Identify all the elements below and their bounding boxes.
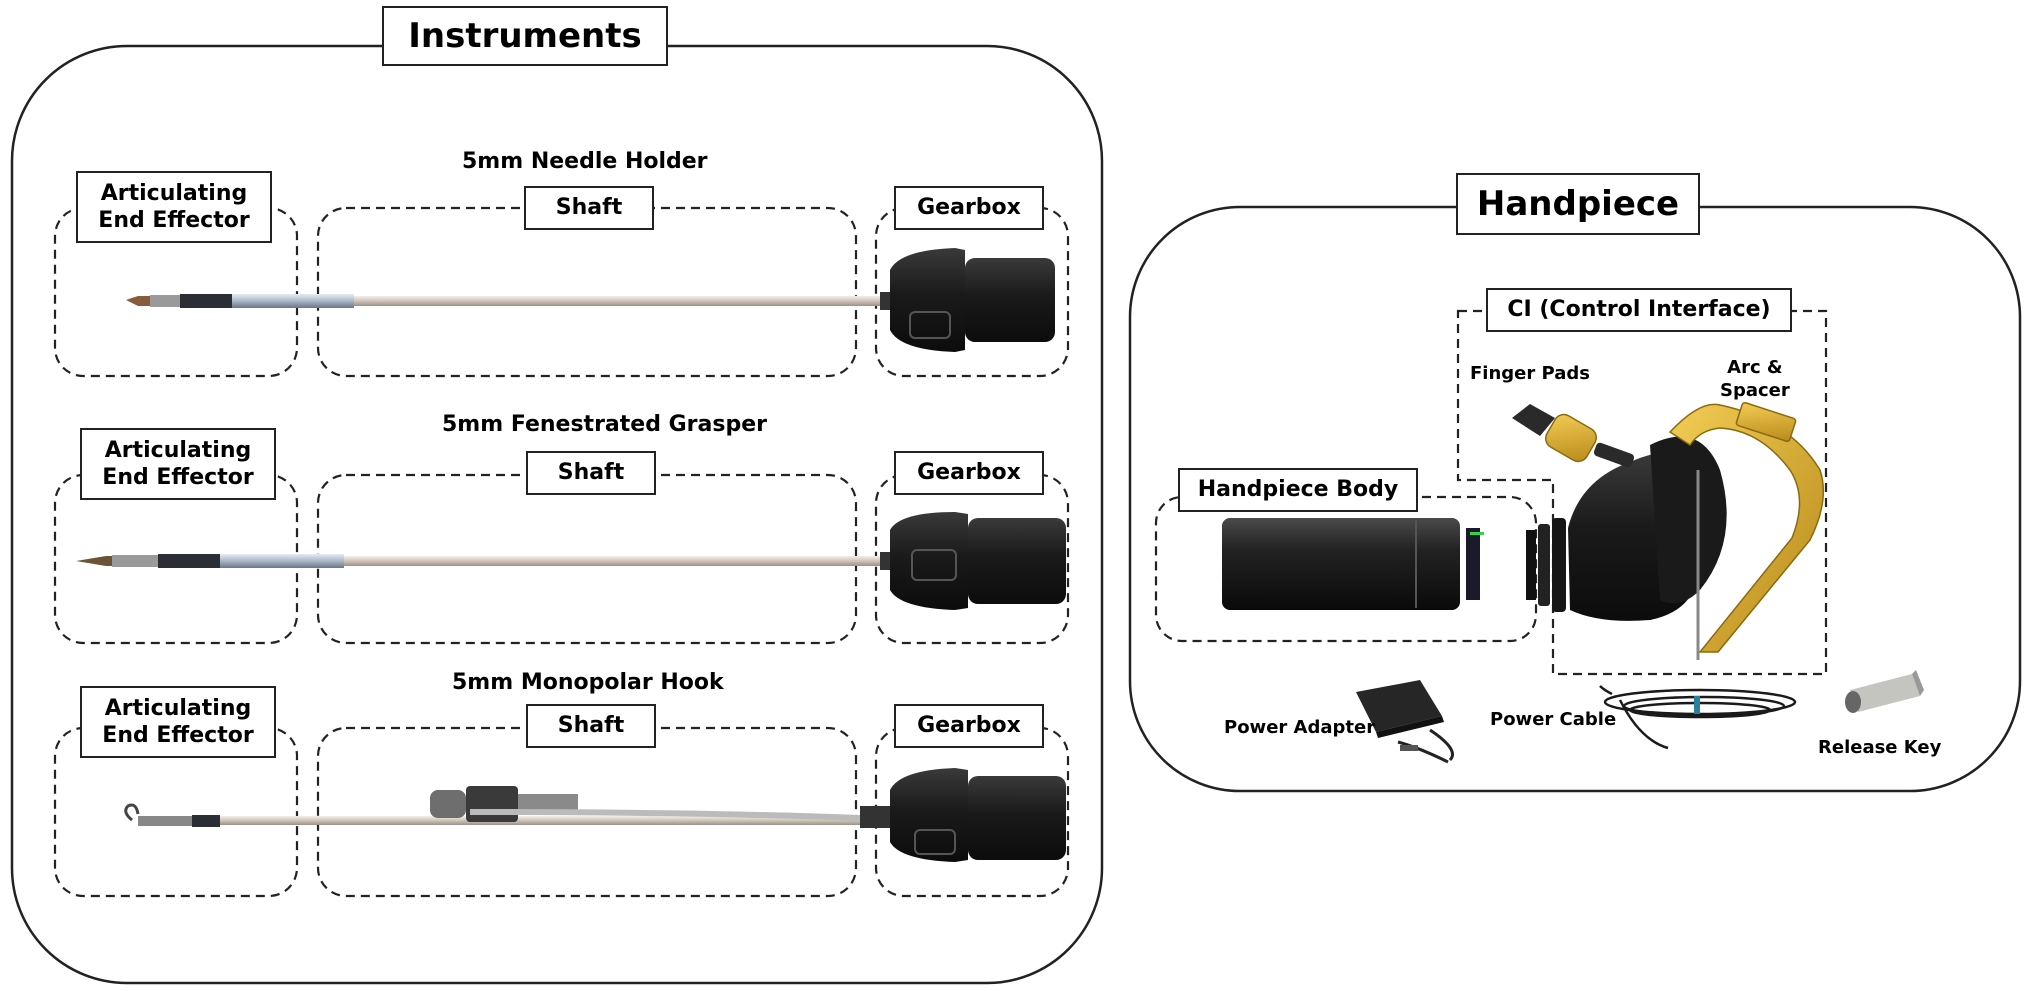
handpiece-body-zone: [1154, 495, 1538, 643]
release-key-label: Release Key: [1818, 737, 1942, 758]
instrument-name-3: 5mm Monopolar Hook: [452, 670, 724, 695]
release-key-device: [1845, 670, 1924, 713]
power-adapter-device: [1356, 680, 1454, 764]
instrument-name-1: 5mm Needle Holder: [462, 149, 708, 174]
instruments-title: Instruments: [382, 6, 668, 66]
shaft-label-3: Shaft: [526, 704, 656, 748]
end-effector-label-1: Articulating End Effector: [76, 171, 272, 243]
power-adapter-label: Power Adapter: [1224, 717, 1376, 738]
power-cable-device: [1599, 685, 1797, 750]
shaft-zone-1: [316, 206, 858, 378]
shaft-label-2: Shaft: [526, 451, 656, 495]
needle-holder-instrument: [126, 248, 1055, 352]
end-effector-label-2: Articulating End Effector: [80, 428, 276, 500]
shaft-label-1: Shaft: [524, 186, 654, 230]
gearbox-label-3: Gearbox: [894, 704, 1044, 748]
ci-label: CI (Control Interface): [1486, 288, 1792, 332]
gearbox-label-1: Gearbox: [894, 186, 1044, 230]
power-cable-label: Power Cable: [1490, 709, 1617, 730]
fenestrated-grasper-instrument: [76, 512, 1066, 610]
end-effector-label-3: Articulating End Effector: [80, 686, 276, 758]
finger-pads-label: Finger Pads: [1470, 363, 1590, 384]
gearbox-label-2: Gearbox: [894, 451, 1044, 495]
handpiece-device: [1222, 401, 1825, 660]
monopolar-hook-instrument: [124, 768, 1066, 862]
instrument-name-2: 5mm Fenestrated Grasper: [442, 412, 767, 437]
arc-spacer-label: Arc & Spacer: [1720, 357, 1790, 402]
control-interface-zone: [1456, 309, 1828, 676]
handpiece-title: Handpiece: [1456, 173, 1700, 235]
handpiece-body-label: Handpiece Body: [1178, 468, 1418, 512]
